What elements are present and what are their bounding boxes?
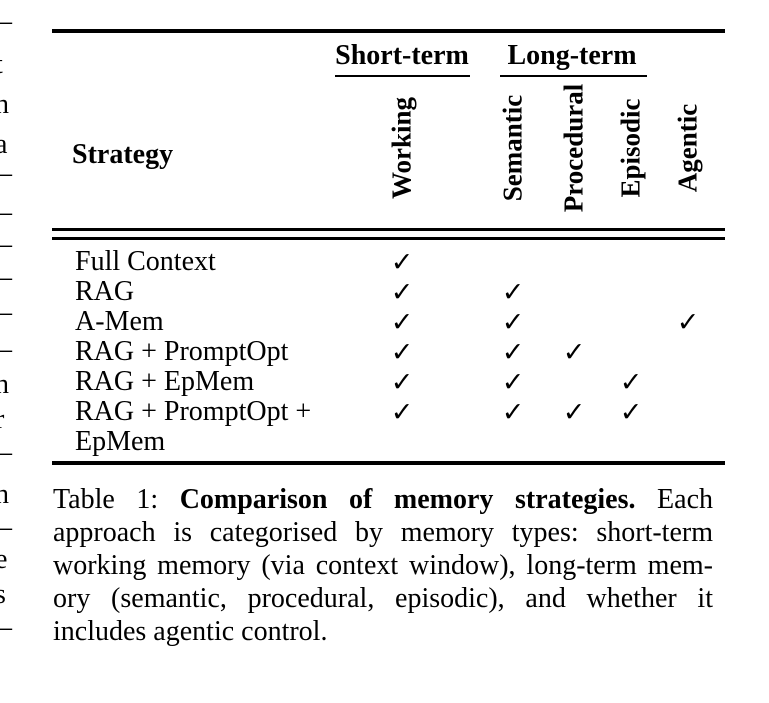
row-label: A-Mem [75, 306, 164, 337]
table-row: Full Context ✓ [0, 246, 769, 278]
check-working: ✓ [390, 397, 414, 427]
left-column-fragment: – [0, 199, 12, 227]
column-header-agentic: Agentic [672, 103, 703, 193]
table-bottom-rule [52, 461, 725, 465]
left-column-fragment: – [0, 231, 12, 259]
column-header-episodic: Episodic [615, 98, 646, 198]
column-header-semantic: Semantic [497, 94, 528, 202]
table-top-rule [52, 29, 725, 33]
check-semantic: ✓ [501, 367, 525, 397]
column-header-procedural: Procedural [558, 83, 589, 213]
caption-line-2: approach is categorised by memory types:… [53, 517, 713, 548]
left-column-fragment: – [0, 439, 12, 467]
table-double-rule-top [52, 228, 725, 231]
column-group-long-term: Long-term [507, 40, 637, 71]
left-column-fragment: e [0, 544, 8, 575]
table-row: A-Mem ✓ ✓ ✓ [0, 306, 769, 338]
left-column-fragment: – [0, 8, 12, 36]
caption-line-3: working memory (via context window), lon… [53, 550, 713, 581]
column-group-short-term: Short-term [335, 40, 469, 71]
check-semantic: ✓ [501, 337, 525, 367]
row-label-line2: EpMem [75, 426, 166, 457]
row-label: RAG + EpMem [75, 366, 255, 397]
check-working: ✓ [390, 337, 414, 367]
left-column-fragment: – [0, 514, 12, 542]
check-procedural: ✓ [562, 397, 586, 427]
check-episodic: ✓ [619, 397, 643, 427]
long-term-underline [500, 75, 647, 77]
left-column-fragment: n [0, 369, 9, 400]
check-agentic: ✓ [676, 307, 700, 337]
row-label: RAG + PromptOpt [75, 336, 289, 367]
check-working: ✓ [390, 367, 414, 397]
table-body: Full Context ✓ RAG ✓ ✓ A-Mem ✓ ✓ [0, 247, 769, 457]
row-label: Full Context [75, 246, 216, 277]
caption-line1-tail: Each [657, 484, 714, 515]
left-column-fragment: – [0, 336, 12, 364]
check-procedural: ✓ [562, 337, 586, 367]
row-header-strategy: Strategy [72, 139, 174, 170]
check-semantic: ✓ [501, 307, 525, 337]
caption-line-1: Table 1: Comparison of memory strategies… [53, 483, 713, 516]
row-label: RAG [75, 276, 135, 307]
caption-title: Comparison of memory strategies. [179, 484, 636, 515]
check-semantic: ✓ [501, 397, 525, 427]
check-semantic: ✓ [501, 277, 525, 307]
left-column-fragment: t [0, 51, 3, 79]
table-double-rule-bottom [52, 237, 725, 240]
row-label: RAG + PromptOpt + [75, 396, 312, 427]
left-column-fragment: s [0, 579, 6, 610]
left-column-fragment: n [0, 479, 9, 510]
caption-line-4: ory (semantic, procedural, episodic), an… [53, 583, 713, 614]
left-column-fragment: – [0, 299, 12, 327]
left-column-fragment: – [0, 614, 12, 642]
table-row: RAG + PromptOpt + EpMem ✓ ✓ ✓ ✓ [0, 397, 769, 457]
caption-label: Table 1: [53, 484, 159, 515]
table-row: RAG ✓ ✓ [0, 276, 769, 308]
check-working: ✓ [390, 307, 414, 337]
caption-line-5: includes agentic control. [53, 616, 328, 647]
table-row: RAG + PromptOpt ✓ ✓ ✓ [0, 336, 769, 368]
table-caption: Table 1: Comparison of memory strategies… [53, 483, 713, 648]
check-episodic: ✓ [619, 367, 643, 397]
left-column-fragment: – [0, 160, 12, 188]
column-header-working: Working [386, 96, 417, 200]
left-column-fragment: n [0, 89, 9, 120]
check-working: ✓ [390, 277, 414, 307]
table-row: RAG + EpMem ✓ ✓ ✓ [0, 366, 769, 398]
left-column-fragment: r [0, 406, 4, 434]
left-column-fragment: a [0, 129, 8, 160]
left-column-fragment: – [0, 264, 12, 292]
short-term-underline [335, 75, 470, 77]
check-working: ✓ [390, 247, 414, 277]
